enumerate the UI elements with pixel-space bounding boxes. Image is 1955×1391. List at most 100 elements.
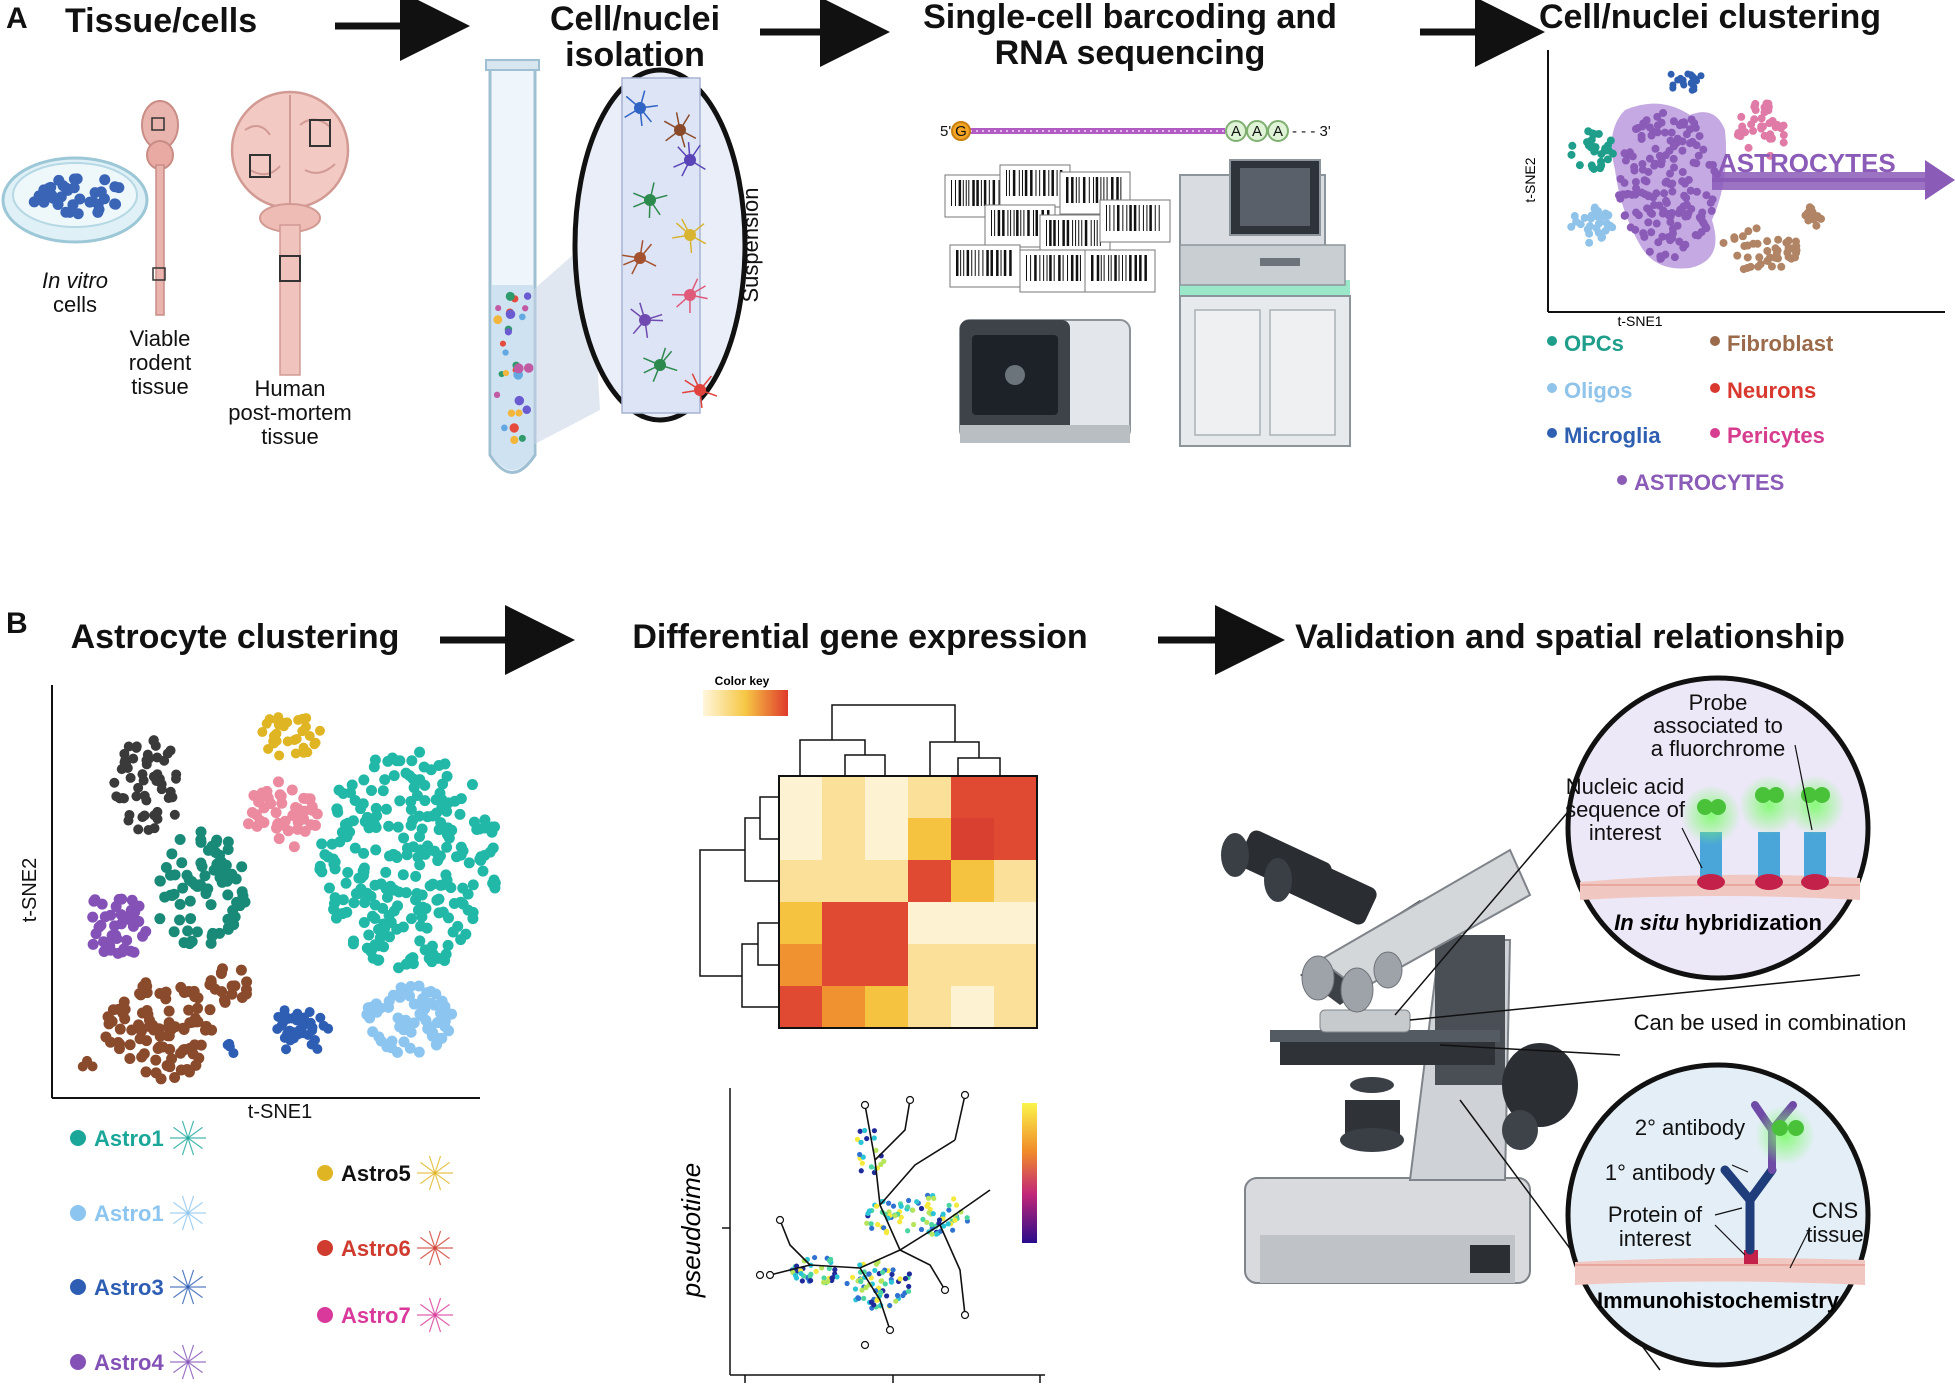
astrocyte-point [1661,250,1670,259]
astro-point [183,1066,195,1078]
astro-point [388,770,400,782]
legend-label: Pericytes [1727,423,1825,448]
pseudotime-point [866,1208,872,1214]
astro-point [428,845,440,857]
astro-point [257,727,268,738]
astro-point [414,746,426,758]
astrocyte-icon [420,1236,436,1249]
fibroblast-point [1792,246,1801,255]
fibroblast-point [1719,238,1728,247]
microglia-point [1669,84,1677,92]
heatmap-cell [779,986,822,1028]
pericyte-point [1767,134,1776,143]
astro-point [133,782,144,793]
astro-point [316,866,328,878]
astrocyte-point [1682,130,1691,139]
pseudotime-point [936,1217,943,1223]
fibroblast-point [1756,260,1765,269]
petri-cell [99,174,111,186]
trajectory-branch [859,1267,891,1331]
pseudotime-point [905,1288,912,1294]
astro-point [210,836,222,848]
pseudotime-point [869,1225,875,1231]
pseudotime-point [902,1276,909,1282]
astro-point [174,914,186,926]
trajectory-branch [874,1099,911,1161]
astro-point [385,1042,397,1054]
pseudotime-point [905,1204,911,1210]
opc-point [1590,147,1599,156]
astro-point [439,1021,451,1033]
astro-point [240,983,252,995]
oligo-point [1570,212,1579,221]
trajectory-branch [939,1224,966,1316]
astro-point [202,883,214,895]
astro-point [121,759,132,770]
astrocyte-icon [187,1212,195,1231]
pseudotime-point [898,1203,904,1209]
astrocyte-point [1620,211,1629,220]
astro-point [229,980,241,992]
ish-circle-icon [1565,675,1871,981]
oligo-point [1590,203,1599,212]
petri-cell [72,208,84,220]
astro-point [379,774,391,786]
astro-point [87,938,99,950]
astro-point [147,1019,159,1031]
heatmap-cell [994,902,1037,944]
pseudotime-point [807,1273,813,1279]
astro-point [441,805,453,817]
legend-swatch [1710,428,1720,438]
fibroblast-point [1763,256,1772,265]
suspended-cell [634,252,646,264]
astrocyte-icon [187,1361,195,1380]
step-title-dge: Differential gene expression [632,618,1087,656]
fibroblast-point [1783,248,1792,257]
microglia-point [1679,79,1687,87]
astrocyte-icon [420,1314,436,1327]
astro-point [489,821,501,833]
rodent-brain-icon [141,100,179,316]
fibroblast-point [1743,253,1752,262]
astrocyte-point [1642,177,1651,186]
astro-point [90,928,102,940]
astro-point [115,918,127,930]
heatmap-cell [994,776,1037,818]
legend-label: Oligos [1564,378,1632,403]
astro-point [373,1031,385,1043]
pseudotime-y-label: pseudotime [676,1163,706,1298]
astrocyte-icon [181,1195,189,1214]
opc-point [1608,149,1617,158]
pseudotime-point [906,1271,912,1277]
astro-point [397,869,409,881]
pseudotime-point [950,1227,956,1233]
astro-point [441,770,453,782]
pseudotime-point [898,1214,904,1220]
rna-five-prime: 5' [940,123,951,140]
tube-cell [501,424,508,432]
astro-point [109,777,120,788]
astro-point [177,1022,189,1034]
astro-point [427,878,439,890]
astro-point [290,748,301,759]
astrocyte-icon [187,1137,195,1156]
astrocyte-icon [434,1236,450,1249]
astro-point [271,735,282,746]
heatmap-cell [951,776,994,818]
astro-point [196,861,208,873]
pseudotime-point [875,1221,881,1228]
fibroblast-point [1730,234,1739,243]
pseudotime-point [910,1207,916,1213]
tube-cell [493,391,501,399]
pseudotime-point [878,1278,884,1284]
astro-point [319,849,331,861]
astro-point [463,857,475,869]
astro-point [177,882,189,894]
astrocyte-icon [181,1286,189,1305]
astrocyte-point [1664,209,1673,218]
astrocyte-icon [434,1314,442,1333]
astro-point [170,773,181,784]
astro-point [342,866,354,878]
celltype-tsne-plot [1547,50,1955,313]
chromium-controller-icon [959,319,1131,443]
